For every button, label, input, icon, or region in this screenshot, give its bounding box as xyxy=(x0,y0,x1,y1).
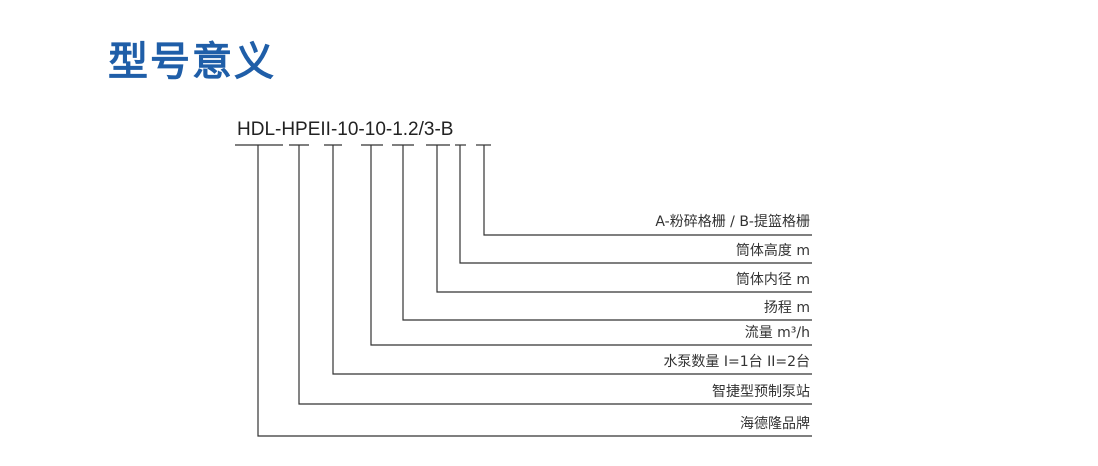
leader-height xyxy=(459,145,812,264)
leader-brand xyxy=(257,145,812,437)
desc-series: 智捷型预制泵站 xyxy=(712,384,810,400)
desc-barrel-height: 筒体高度 m xyxy=(735,243,810,259)
leader-series xyxy=(298,145,812,405)
desc-grid-type: A-粉碎格栅 / B-提篮格栅 xyxy=(655,214,810,230)
leader-flow xyxy=(370,145,812,346)
desc-barrel-diameter: 筒体内径 m xyxy=(735,272,810,288)
leader-type xyxy=(483,145,812,236)
desc-brand: 海德隆品牌 xyxy=(740,416,810,432)
leader-diameter xyxy=(436,145,812,293)
desc-flow: 流量 m³/h xyxy=(744,325,810,341)
page-title: 型号意义 xyxy=(108,39,276,85)
leader-pump-count xyxy=(332,145,812,375)
desc-pump-count: 水泵数量 I=1台 II=2台 xyxy=(663,354,810,370)
leader-head xyxy=(402,145,812,321)
desc-head: 扬程 m xyxy=(763,300,810,316)
model-code: HDL-HPEII-10-10-1.2/3-B xyxy=(237,119,454,140)
